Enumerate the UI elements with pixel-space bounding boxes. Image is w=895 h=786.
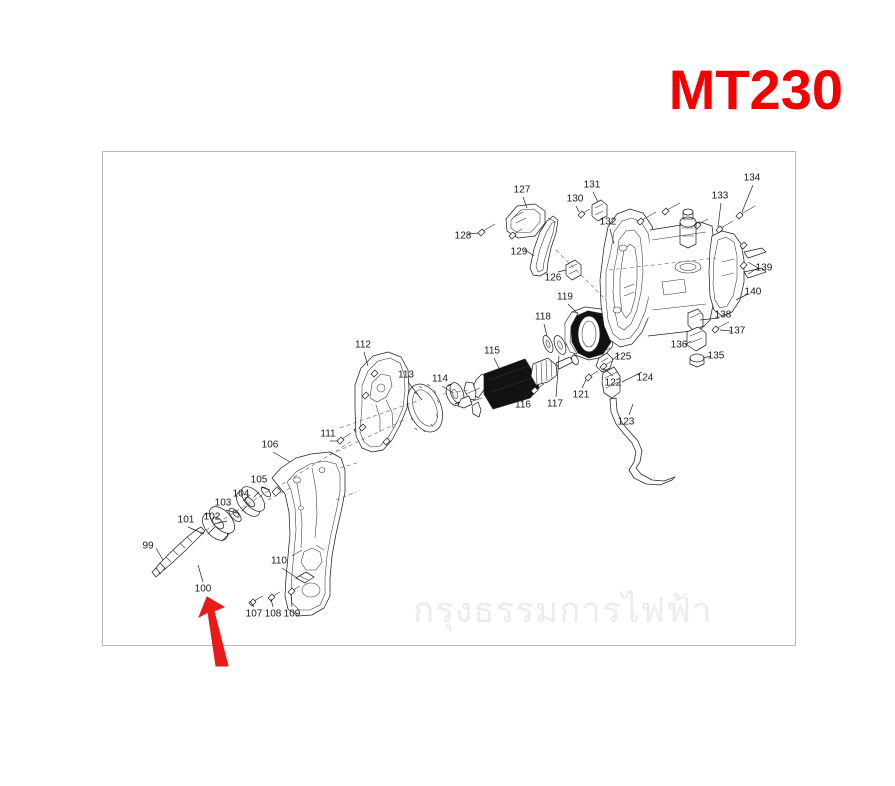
part-number-label: 118 <box>535 312 551 323</box>
part-126-block <box>565 259 582 281</box>
part-number-label: 107 <box>246 609 263 620</box>
part-118-washer <box>542 335 554 353</box>
part-101-bearing <box>202 506 235 542</box>
part-121-screw <box>584 370 599 382</box>
part-137-screw <box>711 321 730 334</box>
part-138-carbon-brush <box>687 308 704 332</box>
part-number-label: 129 <box>511 247 528 258</box>
part-136-brush-holder <box>686 326 707 352</box>
part-number-label: 109 <box>284 609 301 620</box>
part-127-switch <box>505 203 546 240</box>
part-114-bearing <box>445 382 465 406</box>
part-106-gear-housing <box>271 451 346 617</box>
part-number-label: 138 <box>715 310 732 321</box>
part-number-label: 115 <box>484 346 500 357</box>
part-110-plate <box>295 571 315 584</box>
part-number-label: 123 <box>618 417 635 428</box>
part-number-label: 104 <box>233 489 250 500</box>
part-124-brush <box>601 366 621 399</box>
part-129-trigger <box>529 215 559 277</box>
part-number-label: 137 <box>729 326 746 337</box>
part-130-screw <box>577 208 591 219</box>
part-132-main-housing <box>599 208 715 348</box>
part-133-screw <box>715 220 734 234</box>
part-number-label: 124 <box>637 373 654 384</box>
part-99-spindle <box>151 526 206 578</box>
part-number-label: 99 <box>142 541 154 552</box>
spindle-assembly-group <box>151 481 289 578</box>
part-number-label: 102 <box>204 512 221 523</box>
part-number-label: 117 <box>547 399 563 410</box>
red-highlight-arrow <box>198 596 229 667</box>
part-116-screw <box>530 383 545 395</box>
assembly-alignment-lines <box>199 249 717 535</box>
part-139-screws <box>739 241 748 270</box>
part-number-label: 140 <box>745 287 762 298</box>
part-112-motor-housing <box>354 351 410 453</box>
part-number-label: 106 <box>262 440 279 451</box>
part-128-screw <box>477 223 496 237</box>
part-135-cap <box>689 353 705 368</box>
part-number-label: 119 <box>557 292 573 303</box>
part-number-label: 135 <box>708 351 725 362</box>
part-number-label: 136 <box>671 340 688 351</box>
part-number-label: 133 <box>712 191 729 202</box>
part-number-label: 125 <box>615 352 632 363</box>
part-number-label: 128 <box>455 231 472 242</box>
part-number-label: 100 <box>195 584 212 595</box>
screw-group-107-110 <box>248 571 315 607</box>
part-number-label: 105 <box>251 475 268 486</box>
part-number-label: 126 <box>545 273 562 284</box>
part-140-rear-cover <box>708 230 767 317</box>
part-134-screw <box>735 205 756 220</box>
part-number-label: 122 <box>605 378 622 389</box>
part-number-label: 121 <box>573 390 590 401</box>
part-117-bearing <box>553 335 567 355</box>
part-number-label: 132 <box>600 217 617 228</box>
part-number-label: 139 <box>756 263 773 274</box>
part-113-gasket <box>407 383 443 433</box>
part-107-screw <box>248 595 264 607</box>
part-number-label: 127 <box>514 185 531 196</box>
leader-lines <box>155 184 759 608</box>
part-number-label: 108 <box>265 609 282 620</box>
part-number-label: 116 <box>515 400 531 411</box>
part-number-label: 130 <box>567 194 584 205</box>
part-number-label: 113 <box>398 370 414 381</box>
part-109-screw <box>287 585 301 596</box>
part-number-label: 114 <box>432 374 448 385</box>
page-title: MT230 <box>668 58 843 121</box>
part-number-label: 101 <box>178 515 195 526</box>
part-number-label: 131 <box>584 180 601 191</box>
part-131-block <box>591 199 608 222</box>
part-number-label: 103 <box>215 498 232 509</box>
part-number-label: 112 <box>355 340 371 351</box>
brush-assembly-group <box>584 352 621 399</box>
part-number-label: 111 <box>320 429 336 440</box>
part-number-label: 134 <box>744 173 761 184</box>
watermark-text: กรุงธรรมการไฟฟ้า <box>413 591 713 630</box>
part-123-power-cord <box>609 397 676 486</box>
part-number-label: 110 <box>271 556 287 567</box>
part-108-screw <box>267 591 281 602</box>
housing-brush-port <box>679 208 697 249</box>
part-122-screw <box>599 360 613 371</box>
